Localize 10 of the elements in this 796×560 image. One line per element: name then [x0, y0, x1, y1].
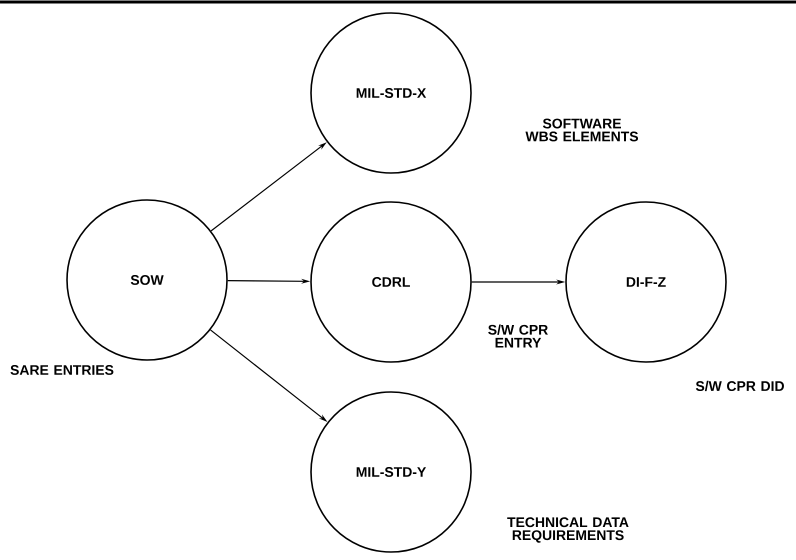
node-caption: SARE ENTRIES — [10, 365, 114, 375]
circle-node: CDRL — [310, 201, 472, 363]
circle-node: DI-F-Z — [565, 201, 727, 363]
node-caption: SOFTWARE WBS ELEMENTS — [525, 118, 638, 142]
node-caption: S/W CPR ENTRY — [488, 324, 548, 348]
circle-node: SOW — [66, 199, 228, 361]
circle-node: MIL-STD-Y — [310, 391, 472, 553]
node-caption: S/W CPR DID — [696, 380, 784, 392]
circle-node: MIL-STD-X — [310, 12, 472, 174]
node-caption: TECHNICAL DATA REQUIREMENTS — [507, 517, 629, 543]
